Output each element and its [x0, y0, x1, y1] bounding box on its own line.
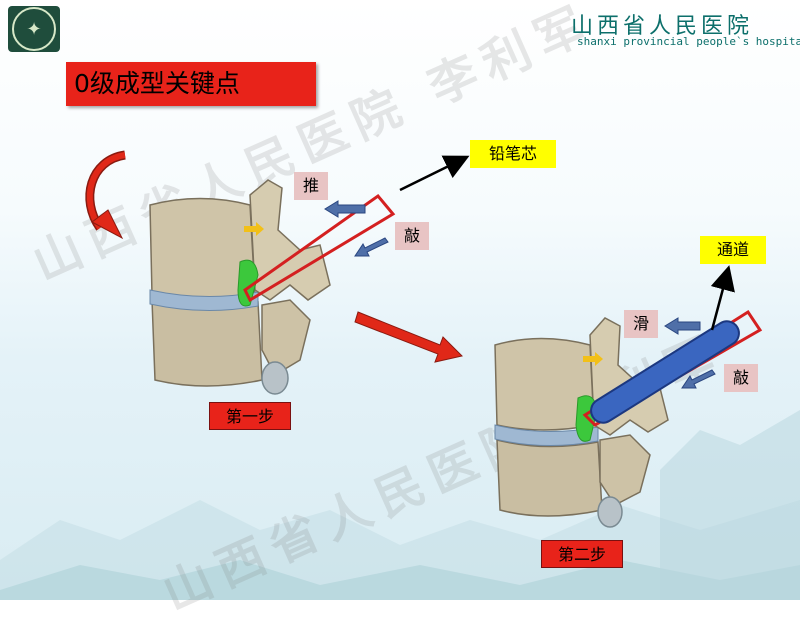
channel-label: 通道	[700, 236, 766, 264]
rotation-arrow	[85, 150, 126, 240]
tap-arrow-step2	[681, 369, 716, 389]
hospital-name-cn: 山西省人民医院	[571, 14, 754, 39]
vertebra-step2	[494, 317, 669, 528]
pencil-core-pointer	[399, 155, 470, 192]
tap-arrow-step1	[354, 237, 389, 257]
push-arrow	[324, 200, 366, 218]
step1-label: 第一步	[209, 402, 291, 430]
slide-label: 滑	[624, 310, 658, 338]
vertebra-step1	[149, 179, 331, 395]
tap-label-step1: 敲	[395, 222, 429, 250]
pencil-core-label: 铅笔芯	[470, 140, 556, 168]
slide-arrow	[664, 317, 701, 335]
channel-tube	[590, 320, 740, 424]
dove-icon: ✦	[12, 7, 56, 51]
page-title: 0级成型关键点	[66, 62, 316, 106]
step2-label: 第二步	[541, 540, 623, 568]
background-landscape	[0, 410, 800, 600]
hospital-name-en: shanxi provincial people`s hospital	[577, 35, 800, 48]
surgical-diagram	[85, 150, 763, 528]
channel-pointer	[710, 265, 735, 331]
tap-label-step2: 敲	[724, 364, 758, 392]
push-label: 推	[294, 172, 328, 200]
pencil-core-outline	[243, 193, 396, 303]
hospital-logo: ✦	[8, 6, 60, 52]
step-transition-arrow	[354, 311, 463, 363]
